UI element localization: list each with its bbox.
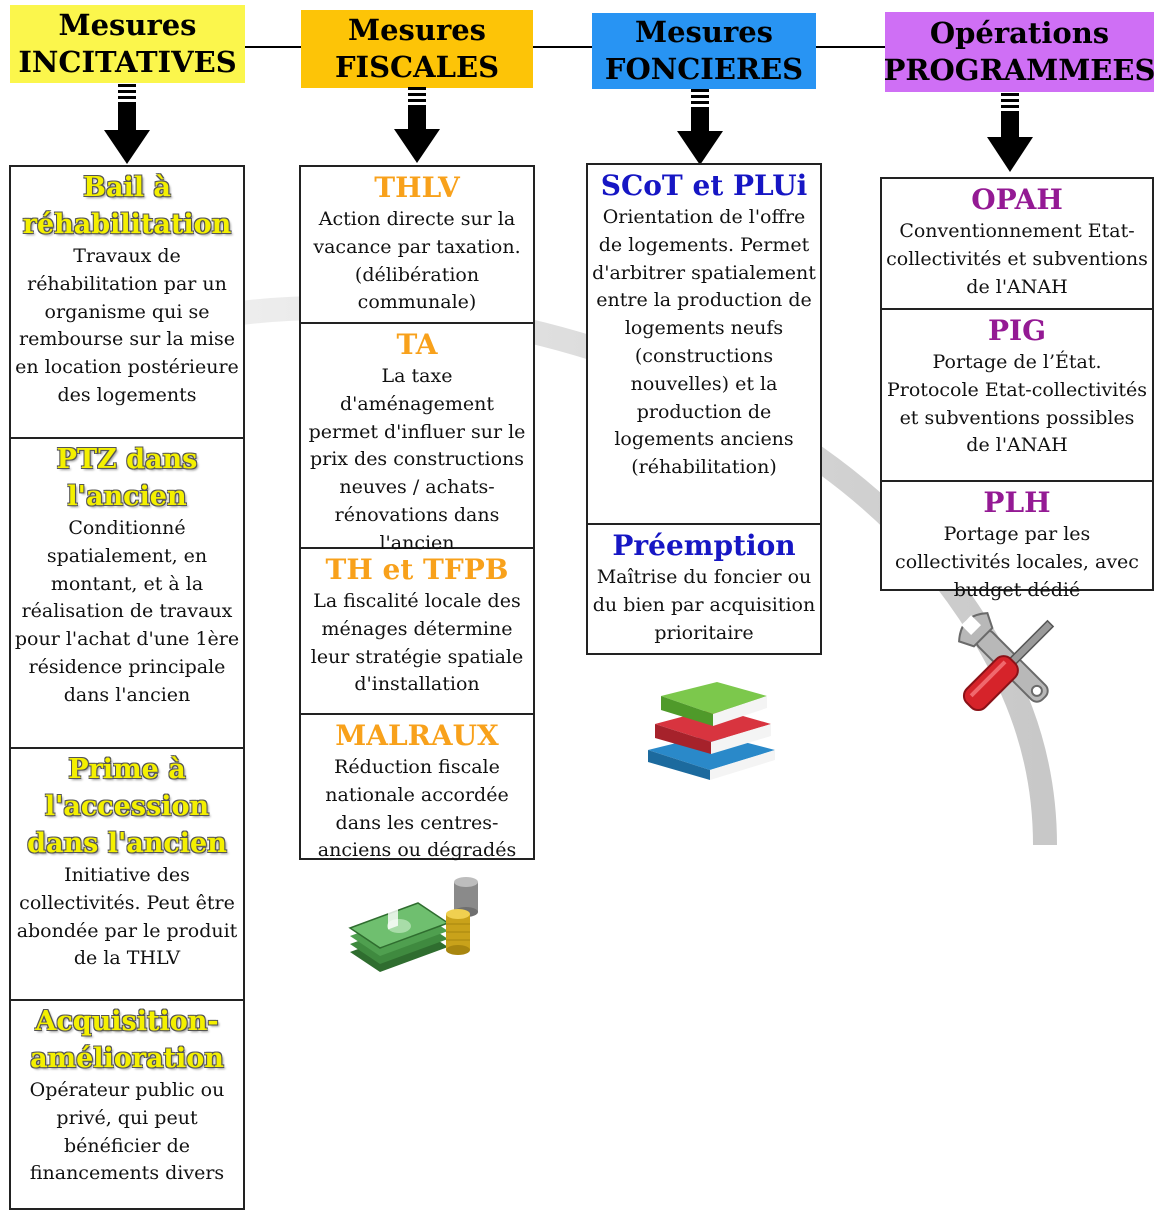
money-icon <box>348 877 478 972</box>
card-title: PIG <box>987 314 1047 347</box>
card-preemption: Préemption Maîtrise du foncier ou du bie… <box>588 523 820 653</box>
card-title: Prime à l'accession dans l'ancien <box>27 754 227 859</box>
card-ptz-ancien: PTZ dans l'ancien Conditionné spatialeme… <box>11 437 243 747</box>
card-title: PLH <box>983 486 1051 519</box>
header-line2: INCITATIVES <box>18 45 237 79</box>
card-description: Portage par les collectivités locales, a… <box>895 523 1139 601</box>
card-description: Réduction fiscale nationale accordée dan… <box>317 756 517 862</box>
card-title: TA <box>396 328 438 361</box>
down-arrow-icon <box>394 87 440 163</box>
header-line2: PROGRAMMEES <box>883 53 1154 87</box>
down-arrow-icon <box>104 84 150 164</box>
card-description: Initiative des collectivités. Peut être … <box>16 864 238 970</box>
down-arrow-icon <box>677 89 723 165</box>
card-description: Orientation de l'offre de logements. Per… <box>592 206 816 479</box>
card-title: Préemption <box>612 529 796 562</box>
header-line1: Opérations <box>929 16 1110 50</box>
column-fiscales: THLV Action directe sur la vacance par t… <box>299 165 535 861</box>
column-operations: OPAH Conventionnement Etat-collectivités… <box>880 177 1154 601</box>
card-description: Opérateur public ou privé, qui peut béné… <box>29 1079 225 1185</box>
card-scot-plui: SCoT et PLUi Orientation de l'offre de l… <box>588 165 820 523</box>
card-title: OPAH <box>971 183 1063 216</box>
card-title: MALRAUX <box>335 719 499 752</box>
card-thlv: THLV Action directe sur la vacance par t… <box>301 167 533 322</box>
card-description: Conventionnement Etat-collectivités et s… <box>886 220 1148 298</box>
header-connector <box>240 46 890 48</box>
card-title: SCoT et PLUi <box>600 169 808 202</box>
card-title: TH et TFPB <box>325 553 509 586</box>
card-acquisition-amelioration: Acquisition-amélioration Opérateur publi… <box>11 999 243 1212</box>
card-description: Action directe sur la vacance par taxati… <box>313 208 521 314</box>
card-description: La taxe d'aménagement permet d'influer s… <box>308 365 526 554</box>
tools-icon <box>958 612 1055 712</box>
header-line1: Mesures <box>634 15 774 49</box>
header-operations: Opérations PROGRAMMEES <box>883 12 1154 92</box>
card-pig: PIG Portage de l’État. Protocole Etat-co… <box>882 308 1152 480</box>
column-incitatives: Bail à réhabilitation Travaux de réhabil… <box>9 165 245 1210</box>
card-title: THLV <box>374 171 460 204</box>
card-opah: OPAH Conventionnement Etat-collectivités… <box>882 179 1152 308</box>
header-line2: FONCIERES <box>604 52 804 86</box>
card-bail-rehabilitation: Bail à réhabilitation Travaux de réhabil… <box>11 167 243 437</box>
card-ta: TA La taxe d'aménagement permet d'influe… <box>301 322 533 554</box>
card-description: Portage de l’État. Protocole Etat-collec… <box>887 351 1147 457</box>
card-title: Acquisition-amélioration <box>30 1006 224 1074</box>
header-fiscales: Mesures FISCALES <box>301 10 533 88</box>
card-description: La fiscalité locale des ménages détermin… <box>310 590 524 696</box>
header-line1: Mesures <box>58 8 197 42</box>
card-title: PTZ dans l'ancien <box>56 444 198 512</box>
card-th-tfpb: TH et TFPB La fiscalité locale des ménag… <box>301 547 533 713</box>
header-incitatives: Mesures INCITATIVES <box>10 5 245 83</box>
card-description: Conditionné spatialement, en montant, et… <box>14 517 240 706</box>
header-line1: Mesures <box>347 13 487 47</box>
books-icon <box>648 682 775 780</box>
card-malraux: MALRAUX Réduction fiscale nationale acco… <box>301 713 533 861</box>
card-description: Travaux de réhabilitation par un organis… <box>15 245 239 406</box>
card-title: Bail à réhabilitation <box>22 172 232 240</box>
card-prime-accession: Prime à l'accession dans l'ancien Initia… <box>11 747 243 999</box>
down-arrow-icon <box>987 93 1033 172</box>
card-plh: PLH Portage par les collectivités locale… <box>882 480 1152 601</box>
card-description: Maîtrise du foncier ou du bien par acqui… <box>592 566 816 644</box>
header-line2: FISCALES <box>334 50 500 84</box>
column-foncieres: SCoT et PLUi Orientation de l'offre de l… <box>586 163 822 655</box>
header-foncieres: Mesures FONCIERES <box>592 13 816 89</box>
